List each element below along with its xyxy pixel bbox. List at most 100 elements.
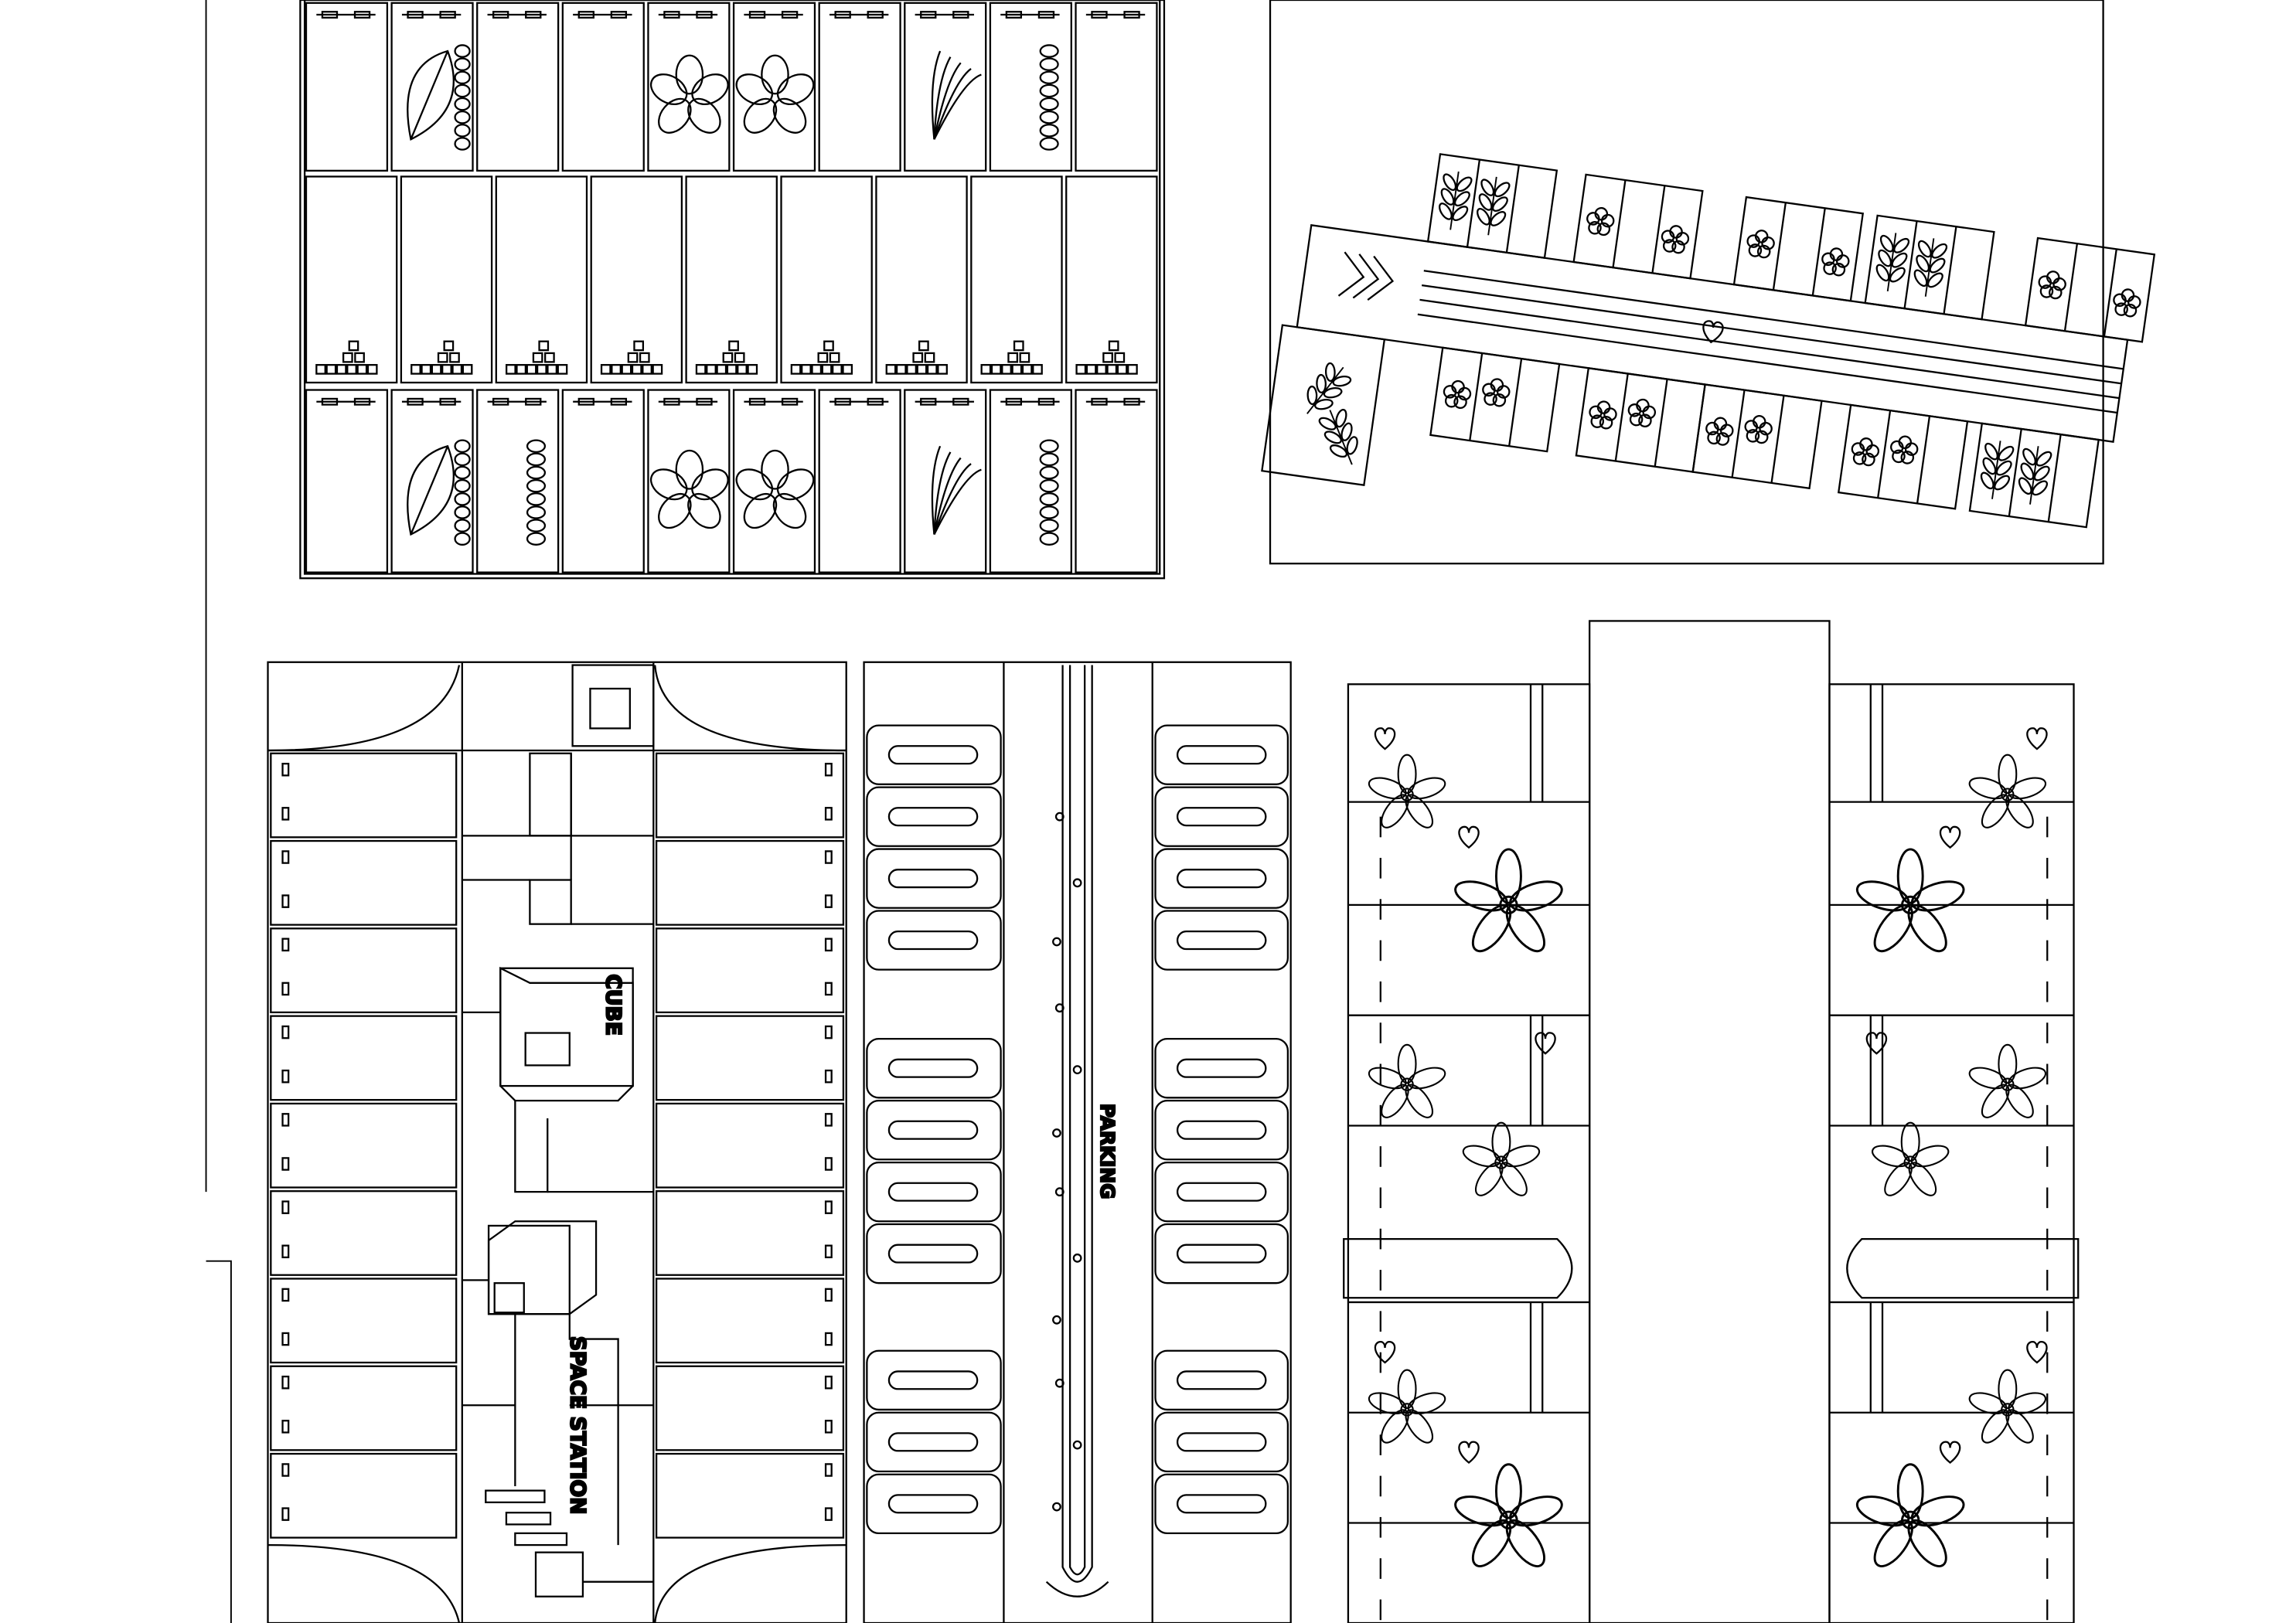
pixel-block: [652, 364, 663, 375]
parking-space: [1154, 1473, 1289, 1535]
space-marker: [1176, 1494, 1267, 1514]
zigzag-icon: [526, 519, 547, 532]
pixel-block: [1108, 340, 1119, 352]
heart-icon: [2026, 1341, 2048, 1364]
parking-stall: [655, 1190, 845, 1276]
street-stall: [1429, 346, 1561, 453]
pixel-block: [621, 364, 632, 375]
pixel-block: [924, 352, 935, 363]
stall-divider: [2103, 249, 2117, 337]
parking-space: [1154, 1223, 1289, 1284]
flower-icon: [1888, 434, 1920, 466]
stall-marker: [663, 11, 680, 19]
parking-space: [866, 848, 1002, 909]
stall-marker: [824, 1507, 833, 1521]
space-marker: [887, 1182, 979, 1202]
pixel-block: [937, 364, 948, 375]
space-marker: [887, 1120, 979, 1140]
pixel-block: [1085, 364, 1097, 375]
zigzag-icon: [526, 532, 547, 546]
leaf-vein: [410, 50, 449, 140]
parking-stall: [270, 752, 458, 839]
street-stall: [1691, 383, 1823, 490]
right-stalls: [655, 752, 845, 1539]
stall-marker: [920, 11, 937, 19]
street-stall: [1426, 153, 1558, 259]
pixel-block: [823, 340, 834, 352]
stall-divider: [1877, 410, 1892, 498]
street-stalls-top: [1426, 153, 2156, 343]
stall-divider: [2063, 243, 2079, 332]
stall-marker: [920, 397, 937, 406]
zigzag-icon: [454, 519, 471, 532]
parking-stall: [655, 839, 845, 926]
flower-icon: [1966, 1043, 2049, 1123]
zigzag-icon: [454, 124, 471, 138]
heart-icon: [1535, 1032, 1556, 1055]
parking-grid-plan: [299, 0, 1166, 580]
zigzag-icon: [454, 505, 471, 519]
pixel-block: [462, 364, 473, 375]
parking-space: [1154, 724, 1289, 785]
stall-marker: [610, 397, 628, 406]
stall-marker: [525, 11, 542, 19]
flower-icon: [1852, 1463, 1969, 1574]
parking-stall: [655, 1102, 845, 1189]
pixel-block: [441, 364, 452, 375]
stall-marker: [281, 850, 290, 864]
flower-icon: [1742, 413, 1774, 445]
flower-icon: [1819, 246, 1851, 278]
space-marker: [1176, 1058, 1267, 1078]
leaf-icon: [1974, 437, 2018, 502]
flower-icon: [1659, 223, 1691, 255]
parking-space: [1154, 1411, 1289, 1473]
stall-marker: [281, 1463, 290, 1477]
fern-leaf-icon: [933, 56, 952, 140]
lane-marker-dot: [1054, 1378, 1065, 1388]
fern-leaf-icon: [933, 463, 972, 535]
pixel-block: [895, 364, 907, 375]
zigzag-icon: [1039, 97, 1059, 111]
pixel-block: [912, 352, 924, 363]
pixel-block: [811, 364, 823, 375]
fern-leaf-icon: [931, 50, 942, 140]
stall-divider: [1731, 390, 1746, 478]
stall-marker: [1037, 11, 1055, 19]
pixel-block: [354, 352, 365, 363]
zigzag-icon: [526, 439, 547, 454]
stall-marker: [824, 1332, 833, 1346]
stall-marker: [577, 11, 594, 19]
stall-row-1: [305, 2, 1158, 172]
pixel-block: [557, 364, 568, 375]
pixel-block: [505, 364, 516, 375]
zigzag-icon: [1039, 478, 1059, 493]
parking-stall: [1065, 175, 1158, 384]
parking-stall: [270, 1015, 458, 1101]
heart-icon: [1458, 825, 1480, 849]
street-stall: [1968, 422, 2100, 529]
parking-stall: [655, 927, 845, 1014]
stall-marker: [696, 11, 713, 19]
stall-marker: [824, 762, 833, 777]
stall-divider: [1466, 159, 1481, 247]
space-marker: [1176, 807, 1267, 827]
stall-marker: [748, 11, 766, 19]
pixel-block: [1011, 364, 1023, 375]
pixel-block: [600, 364, 611, 375]
parking-stall: [655, 752, 845, 839]
leaf-icon: [1908, 235, 1951, 300]
stall-marker: [824, 1463, 833, 1477]
stall-divider: [1903, 220, 1918, 309]
stall-marker: [824, 1244, 833, 1259]
pixel-block: [538, 340, 550, 352]
street-stall: [1864, 214, 1995, 321]
parking-stall: [1075, 2, 1158, 172]
parking-space: [866, 1473, 1002, 1535]
stall-marker: [1091, 11, 1108, 19]
zigzag-icon: [1039, 57, 1059, 71]
pixel-block: [747, 364, 758, 375]
pixel-block: [829, 352, 840, 363]
pixel-block: [980, 364, 992, 375]
pixel-block: [325, 364, 337, 375]
parking-lane-lot: PARKING: [863, 661, 1292, 1623]
